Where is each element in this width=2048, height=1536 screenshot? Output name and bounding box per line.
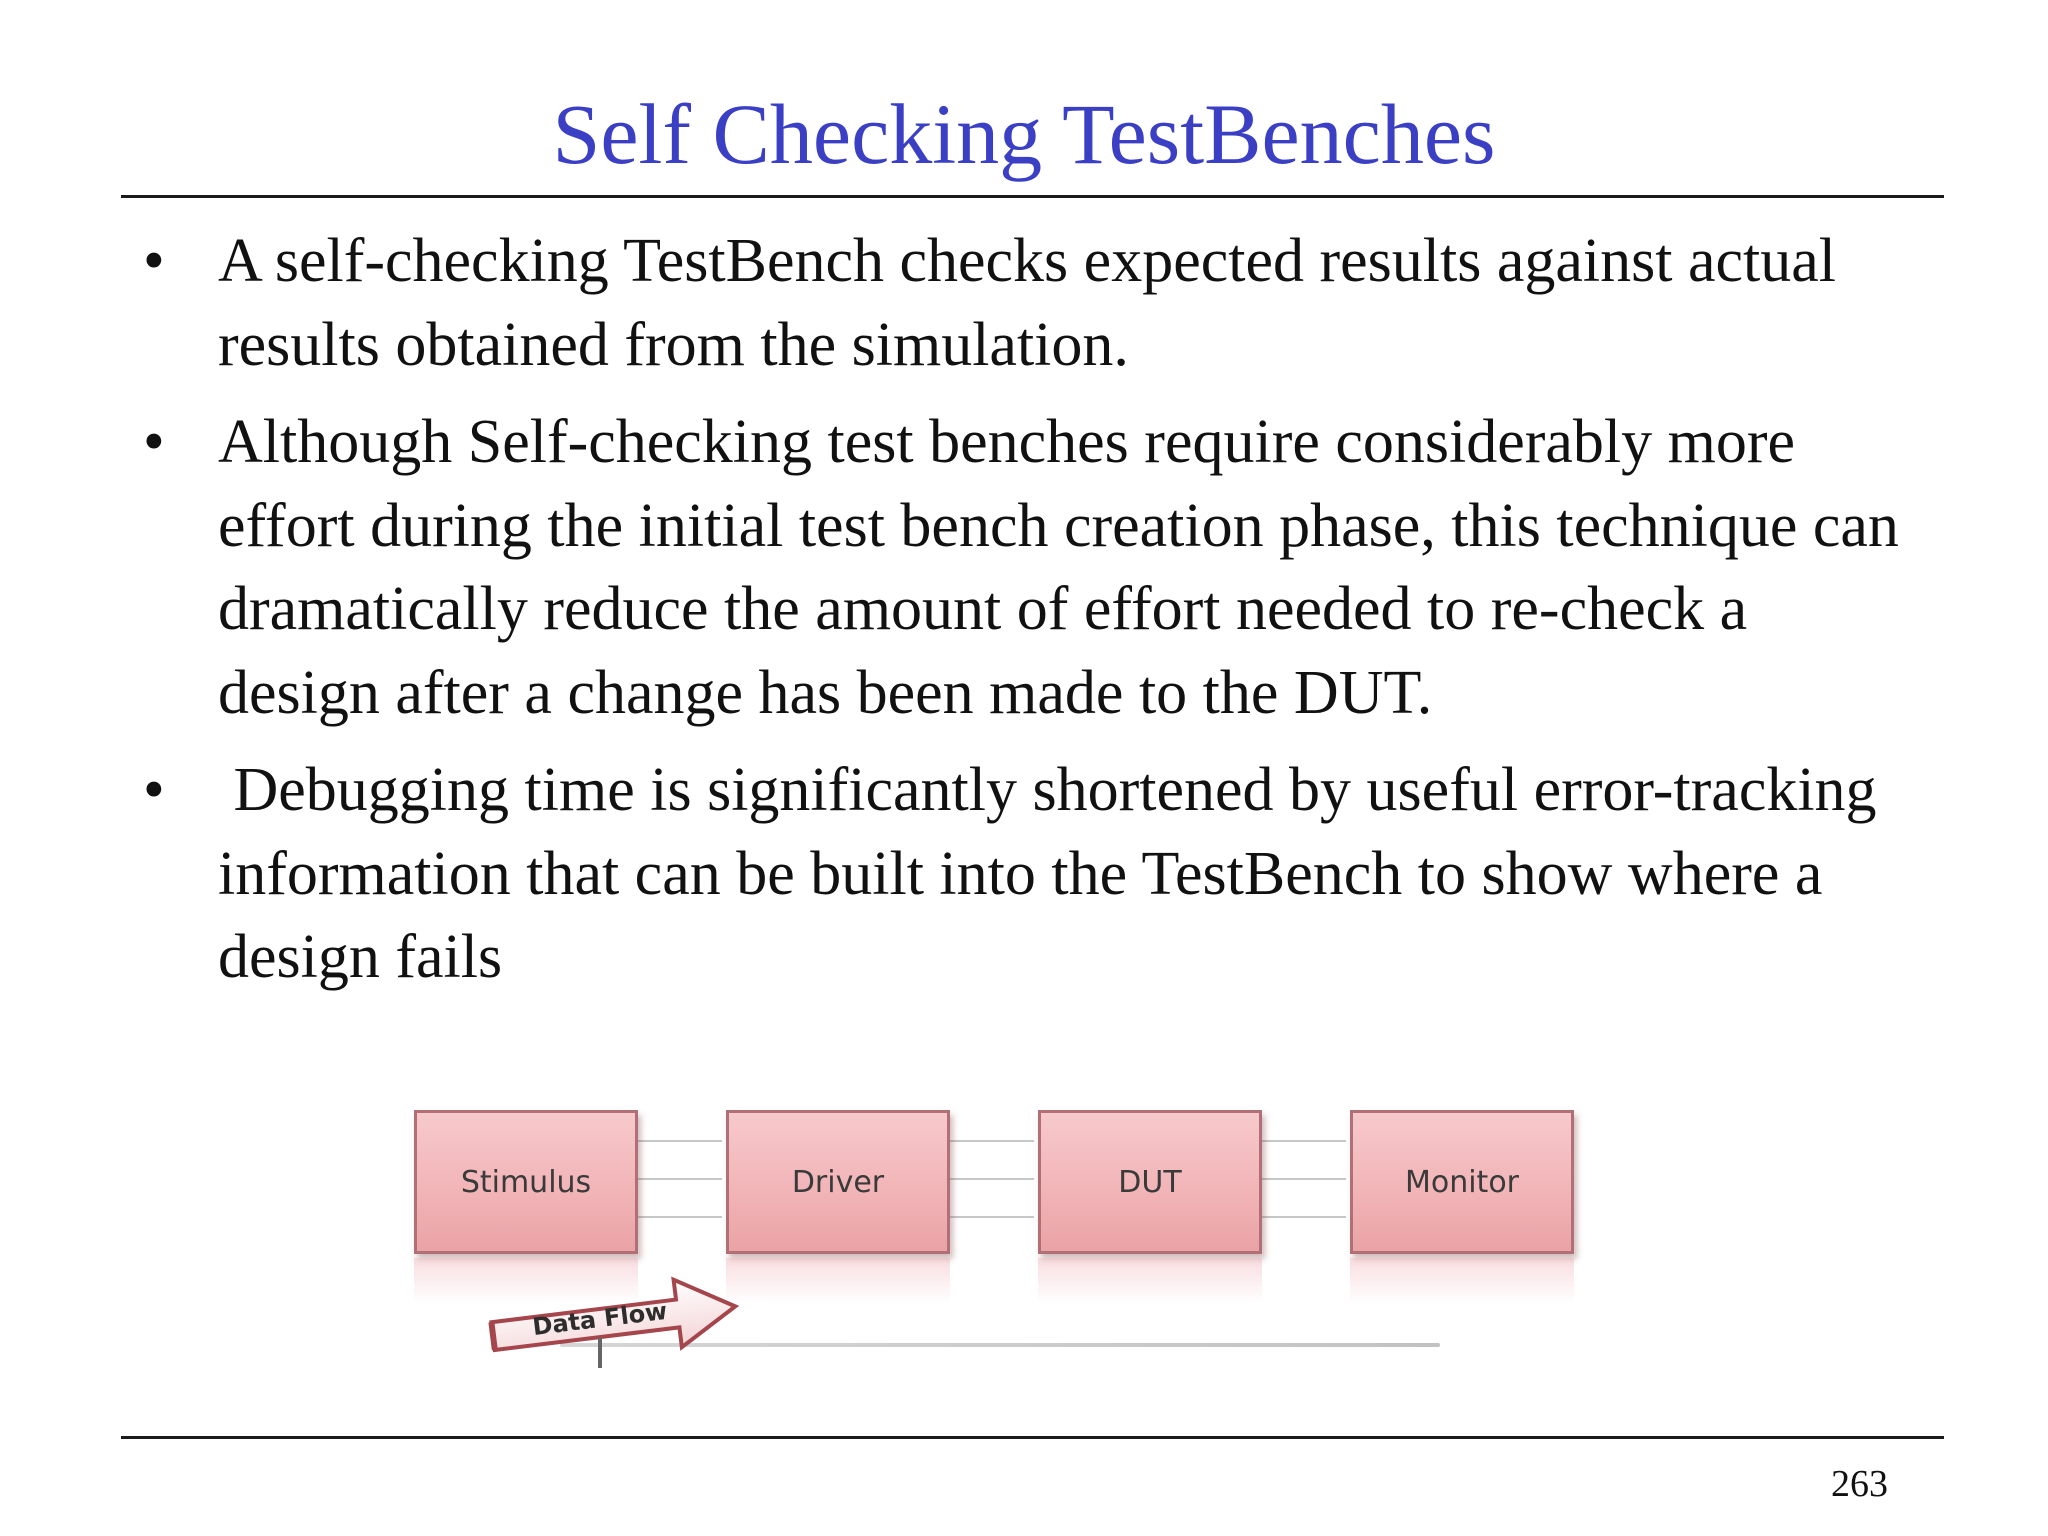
block-driver: Driver <box>726 1110 950 1303</box>
bullet-text: A self-checking TestBench checks expecte… <box>218 227 1836 379</box>
block-dut: DUT <box>1038 1110 1262 1303</box>
title-divider <box>121 195 1944 198</box>
bullet-marker: • <box>143 408 165 476</box>
connector-line <box>942 1178 1034 1180</box>
connector-line <box>1254 1140 1346 1142</box>
connector-line <box>630 1178 722 1180</box>
bullet-item: • A self-checking TestBench checks expec… <box>143 220 1923 387</box>
slide-title: Self Checking TestBenches <box>552 86 1496 182</box>
connector-line <box>1254 1216 1346 1218</box>
page-number: 263 <box>1831 1463 1888 1505</box>
bullet-item: • Although Self-checking test benches re… <box>143 401 1923 735</box>
block-stimulus: Stimulus <box>414 1110 638 1303</box>
bullet-item: • Debugging time is significantly shorte… <box>143 749 1923 1000</box>
bullet-marker: • <box>143 227 165 295</box>
data-flow-arrow: Data Flow <box>488 1250 748 1380</box>
testbench-diagram: Stimulus Driver DUT Monitor Data Flow <box>400 1090 1680 1390</box>
arrow-right-icon: Data Flow <box>488 1276 740 1368</box>
connector-line <box>630 1216 722 1218</box>
data-flow-line <box>560 1343 1440 1347</box>
connector-line <box>1254 1178 1346 1180</box>
bullet-list: • A self-checking TestBench checks expec… <box>143 220 1923 1014</box>
bullet-text: Although Self-checking test benches requ… <box>218 408 1899 727</box>
connector-line <box>942 1216 1034 1218</box>
connector-line <box>942 1140 1034 1142</box>
bullet-text: Debugging time is significantly shortene… <box>218 756 1893 991</box>
bullet-marker: • <box>143 756 165 824</box>
connector-line <box>630 1140 722 1142</box>
block-monitor: Monitor <box>1350 1110 1574 1303</box>
footer-divider <box>121 1436 1944 1439</box>
